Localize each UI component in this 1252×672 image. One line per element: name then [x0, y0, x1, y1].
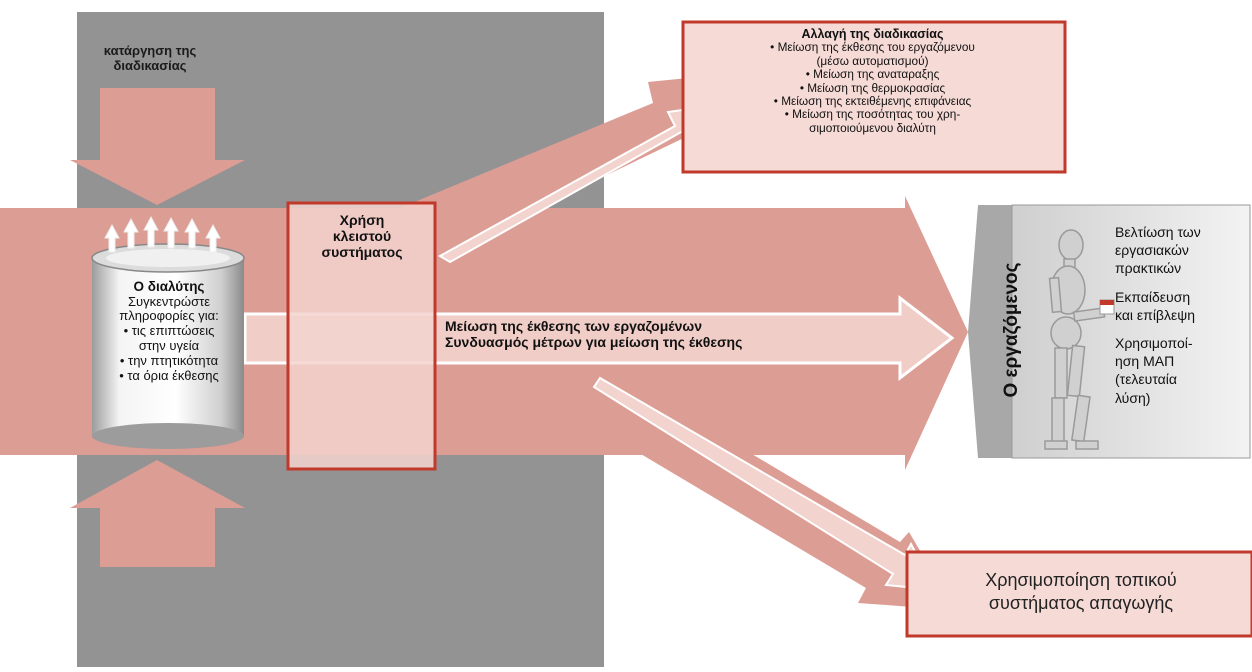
upper-diagonal-arrow	[400, 72, 748, 255]
worker-label: Ο εργαζόμενος	[1001, 262, 1022, 398]
solvent-info: Ο διαλύτης Συγκεντρώστε πληροφορίες για:…	[100, 279, 238, 384]
closed-system-box	[286, 201, 437, 471]
closed-system-label: Χρήση κλειστού συστήματος	[321, 212, 403, 261]
combined-measures-label: Συνδυασμός μέτρων για μείωση της έκθεσης	[445, 334, 743, 351]
solvent-can-icon	[91, 215, 245, 449]
local-exhaust-box	[905, 550, 1252, 638]
solvent-cup-icon	[1099, 299, 1115, 315]
bottom-up-arrow	[70, 460, 245, 567]
solvent-title: Ο διαλύτης	[133, 279, 205, 294]
local-exhaust-label: Χρησιμοποίηση τοπικού συστήματος απαγωγή…	[985, 570, 1177, 614]
process-elimination-label: κατάργηση της διαδικασίας	[103, 43, 197, 73]
process-change-box	[681, 20, 1067, 174]
process-change-text: Αλλαγή της διαδικασίας • Μείωση της έκθε…	[685, 27, 1060, 135]
worker-figure-icon	[1044, 229, 1106, 450]
process-change-title: Αλλαγή της διαδικασίας	[801, 27, 944, 41]
top-down-arrow	[70, 88, 245, 205]
exposure-reduction-label: Μείωση της έκθεσης των εργαζομένων	[445, 318, 702, 334]
worker-measures: Βελτίωση των εργασιακών πρακτικών Εκπαίδ…	[1115, 224, 1201, 406]
exposure-reduction-labels: Μείωση της έκθεσης των εργαζομένων Συνδυ…	[445, 318, 805, 350]
